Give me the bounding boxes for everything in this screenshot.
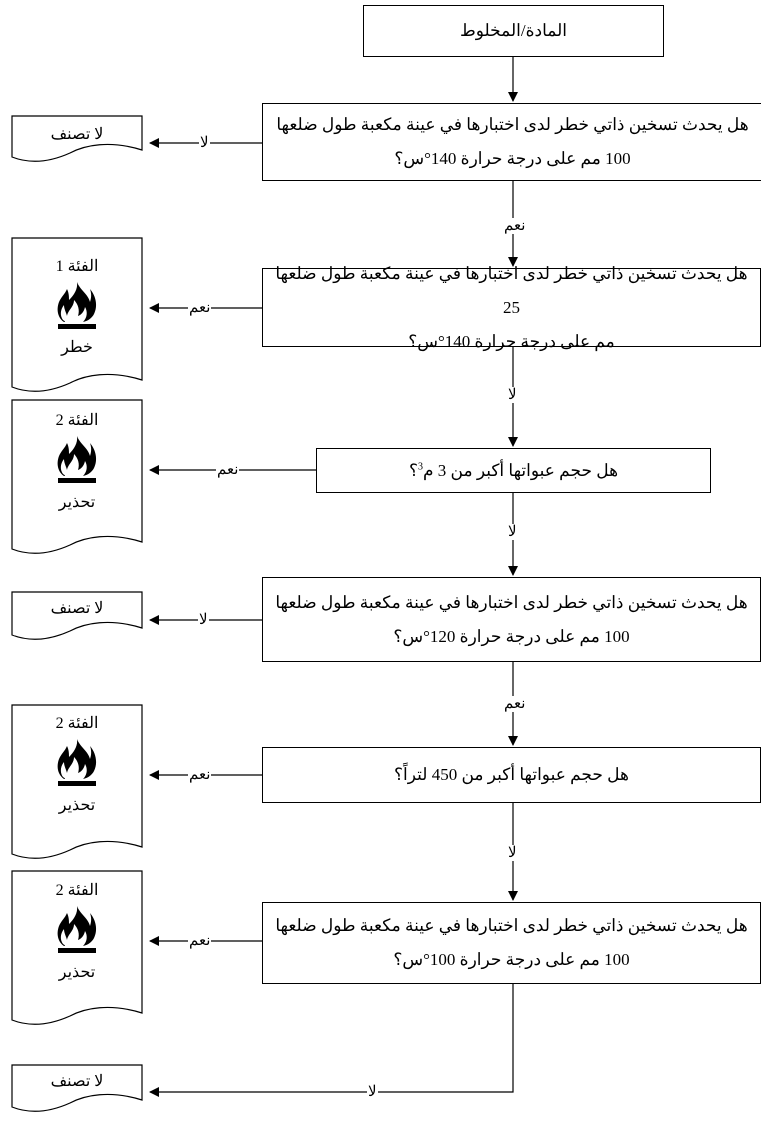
answer-yes-q1: نعم <box>503 218 527 234</box>
start-label: المادة/المخلوط <box>460 21 567 40</box>
outcome-5-signal: تحذير <box>58 797 96 814</box>
flame-icon <box>57 436 97 483</box>
outcome-6-category: الفئة 2 <box>55 882 99 899</box>
doc-shape-o7 <box>11 1064 143 1112</box>
doc-shape-o4 <box>11 591 143 640</box>
outcome-6-signal: تحذير <box>58 964 96 981</box>
outcome-2-category: الفئة 1 <box>55 258 99 275</box>
flame-icon <box>57 282 97 329</box>
q6-line2: 100 مم على درجة حرارة 100°س؟ <box>393 950 630 969</box>
answer-no-q5: لا <box>507 845 518 861</box>
arrow-q6-o7 <box>149 984 514 1097</box>
doc-shape-o1 <box>11 115 143 162</box>
q6-line1: هل يحدث تسخين ذاتي خطر لدى اختبارها في ع… <box>275 916 748 935</box>
question-box-6: هل يحدث تسخين ذاتي خطر لدى اختبارها في ع… <box>262 902 761 984</box>
question-box-3: هل حجم عبواتها أكبر من 3 م3؟ <box>316 448 711 493</box>
outcome-3-category: الفئة 2 <box>55 412 99 429</box>
answer-no-q4: لا <box>198 612 209 628</box>
question-box-2: هل يحدث تسخين ذاتي خطر لدى اختبارها في ع… <box>262 264 761 351</box>
outcome-5-category: الفئة 2 <box>55 715 99 732</box>
question-box-4: هل يحدث تسخين ذاتي خطر لدى اختبارها في ع… <box>262 577 761 662</box>
answer-yes-q3: نعم <box>216 462 240 478</box>
q3-text: هل حجم عبواتها أكبر من 3 م3؟ <box>408 460 619 480</box>
q4-line2: 100 مم على درجة حرارة 120°س؟ <box>393 626 630 646</box>
answer-yes-q6: نعم <box>188 933 212 949</box>
doc-shape-o3 <box>11 399 143 554</box>
start-box: المادة/المخلوط <box>363 5 664 57</box>
answer-no-q6: لا <box>367 1084 378 1100</box>
question-box-5: هل حجم عبواتها أكبر من 450 لتراً؟ <box>262 747 761 803</box>
outcome-3-signal: تحذير <box>58 494 96 511</box>
outcome-2-signal: خطر <box>61 339 93 356</box>
answer-no-q3: لا <box>507 524 518 540</box>
q2-line1: هل يحدث تسخين ذاتي خطر لدى اختبارها في ع… <box>275 263 748 317</box>
flame-icon <box>57 906 97 953</box>
q1-line1: هل يحدث تسخين ذاتي خطر لدى اختبارها في ع… <box>276 115 749 134</box>
flame-icon <box>57 739 97 786</box>
doc-shape-o6 <box>11 870 143 1025</box>
answer-yes-q2: نعم <box>188 300 212 316</box>
q1-line2: 100 مم على درجة حرارة 140°س؟ <box>394 149 631 168</box>
q5-text: هل حجم عبواتها أكبر من 450 لتراً؟ <box>394 765 629 784</box>
answer-no-q2: لا <box>507 387 518 403</box>
answer-no-q1: لا <box>199 135 210 151</box>
question-box-1: هل يحدث تسخين ذاتي خطر لدى اختبارها في ع… <box>262 103 761 181</box>
q2-line2: مم على درجة حرارة 140°س؟ <box>408 331 615 351</box>
answer-yes-q4: نعم <box>503 696 527 712</box>
q4-line1: هل يحدث تسخين ذاتي خطر لدى اختبارها في ع… <box>275 592 748 612</box>
outcome-7-text: لا تصنف <box>50 1073 104 1090</box>
answer-yes-q5: نعم <box>188 767 212 783</box>
outcome-4-text: لا تصنف <box>50 600 104 617</box>
doc-shape-o2 <box>11 237 143 392</box>
outcome-1-text: لا تصنف <box>50 126 104 143</box>
